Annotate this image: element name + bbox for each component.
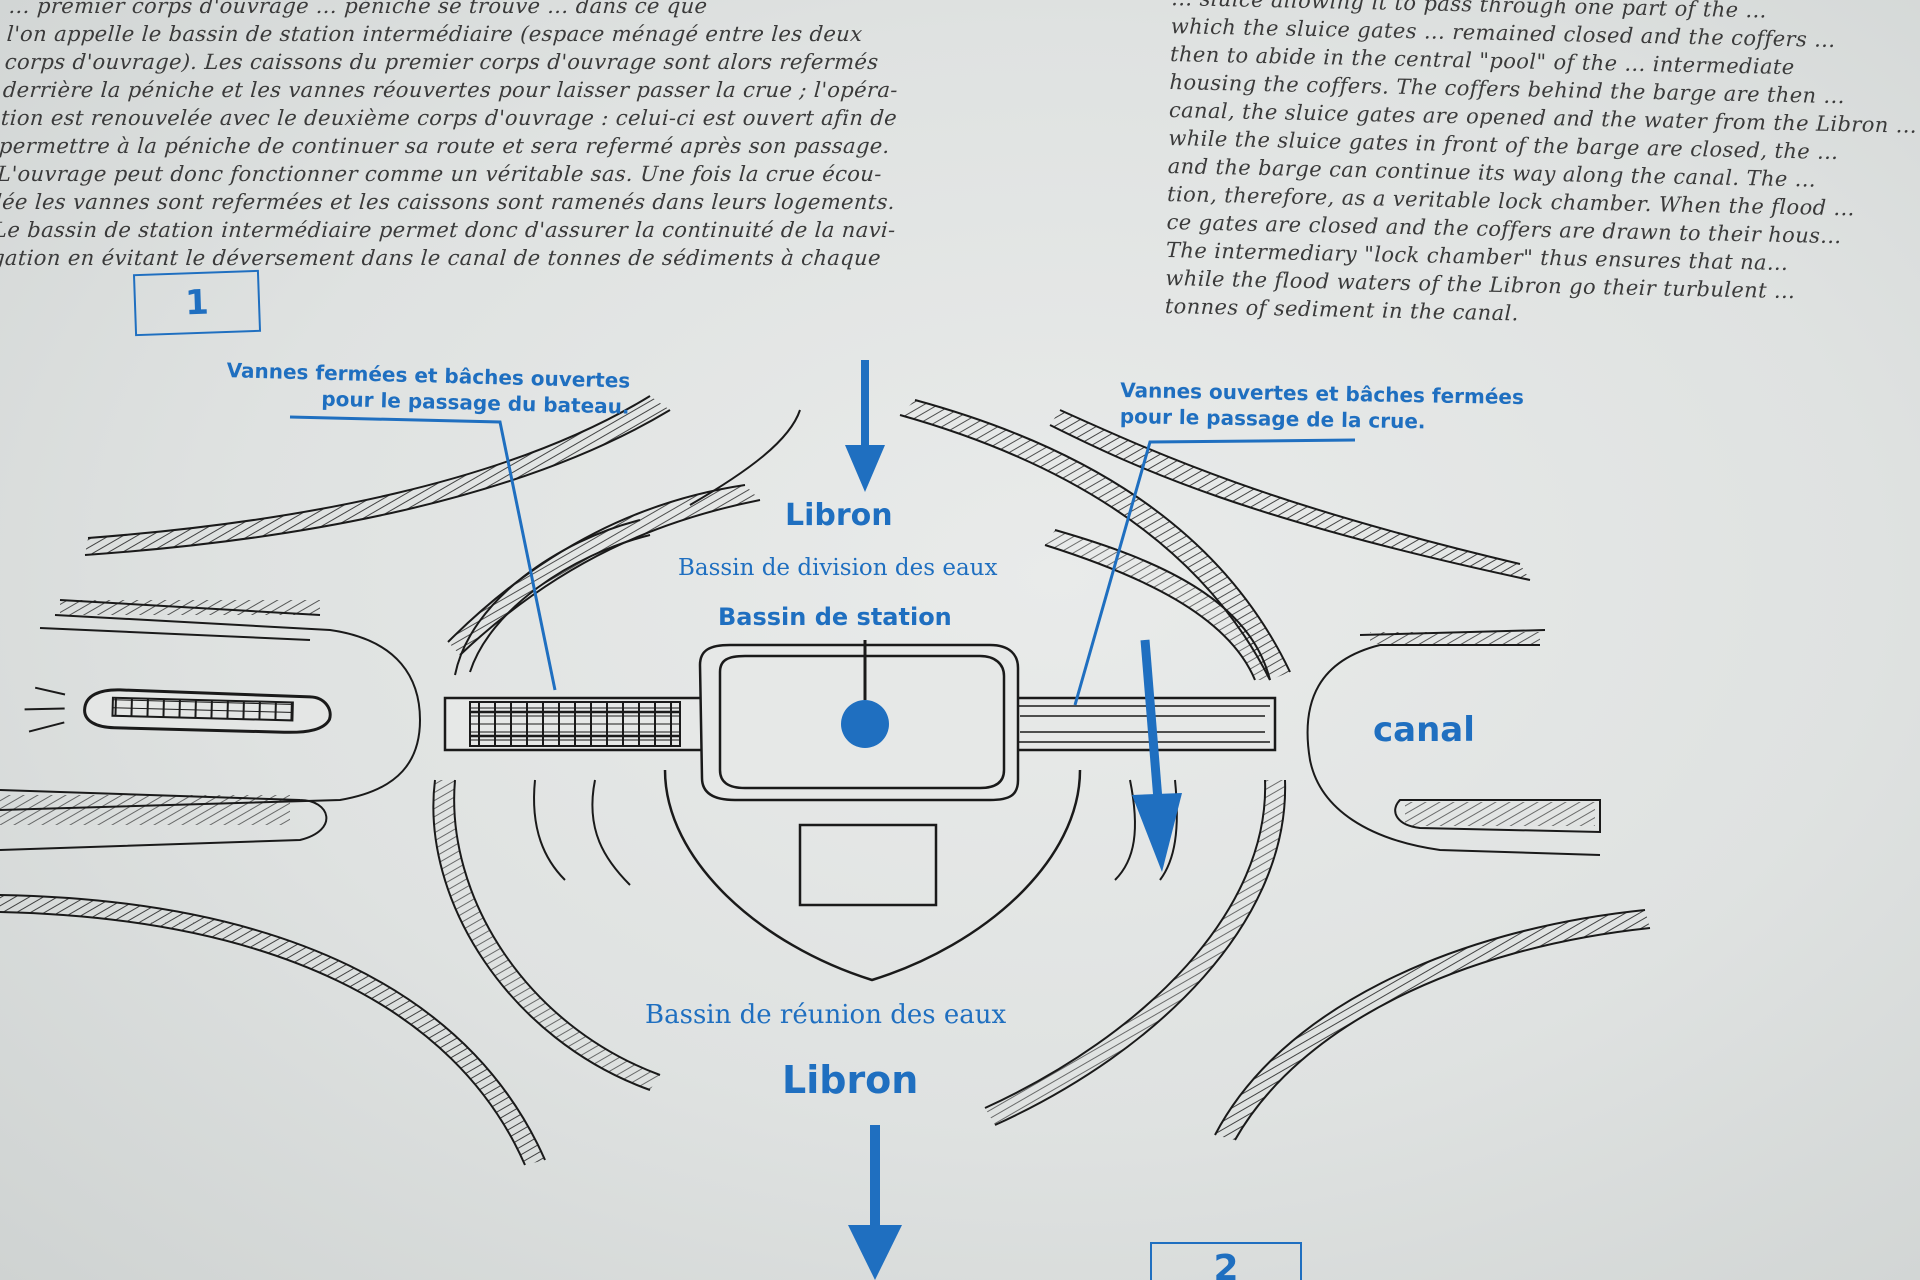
station-marker [841, 700, 889, 748]
callout-leaders [289, 415, 1356, 706]
label-libron-downstream: Libron [782, 1058, 919, 1102]
label-bassin-division: Bassin de division des eaux [678, 555, 998, 581]
bank-upper-left [84, 395, 671, 556]
arrow-top-icon [845, 360, 885, 492]
bank-lower-left [0, 894, 546, 1166]
panel-number-2: 2 [1150, 1242, 1302, 1280]
canal-left [0, 599, 422, 851]
barge-icon [24, 686, 332, 734]
callout-flood-passage: Vannes ouvertes et bâches fermées pour l… [1120, 377, 1691, 439]
flow-arrows [845, 360, 1182, 1280]
bank-upper-right [1049, 409, 1531, 581]
bank-upper-center-left [447, 409, 801, 656]
label-bassin-reunion: Bassin de réunion des eaux [645, 1000, 1007, 1030]
label-libron-upstream: Libron [785, 498, 893, 533]
label-canal: canal [1373, 710, 1475, 750]
label-bassin-station: Bassin de station [718, 603, 952, 631]
arrow-bottom-icon [848, 1125, 902, 1280]
bassin-ring [432, 519, 1287, 1126]
bank-lower-right [1214, 909, 1651, 1141]
arrow-right-icon [1132, 639, 1182, 872]
canal-right [1306, 629, 1601, 856]
